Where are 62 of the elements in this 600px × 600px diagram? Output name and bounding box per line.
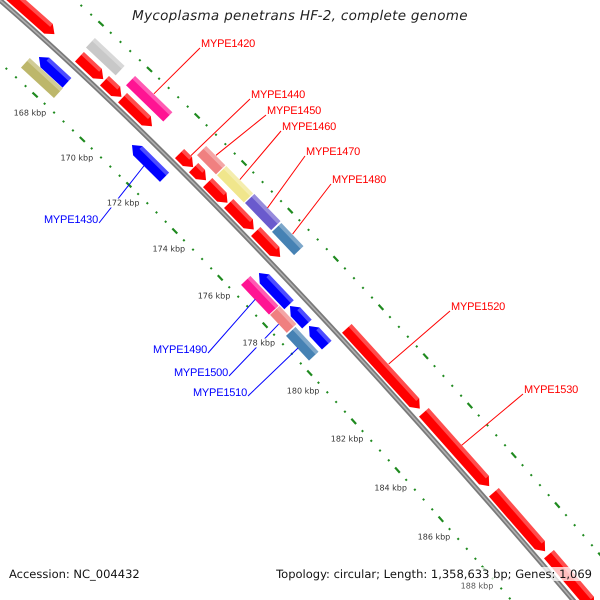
diagram-title: Mycoplasma penetrans HF-2, complete genome bbox=[131, 8, 469, 24]
gene-feature bbox=[39, 56, 72, 88]
scale-label: 182 kbp bbox=[330, 434, 364, 444]
gene-feature bbox=[308, 326, 332, 350]
gene-label: MYPE1510 bbox=[192, 387, 247, 399]
leader-line bbox=[98, 165, 145, 224]
gene-label: MYPE1450 bbox=[267, 105, 322, 117]
scale-label: 180 kbp bbox=[286, 386, 320, 396]
leader-line bbox=[267, 156, 306, 208]
scale-label: 170 kbp bbox=[60, 153, 94, 162]
gene-feature bbox=[203, 178, 228, 202]
gene-label: MYPE1440 bbox=[251, 89, 306, 101]
gene-feature bbox=[132, 144, 170, 182]
leader-line bbox=[216, 114, 266, 156]
gene-feature bbox=[272, 222, 304, 255]
scale-label: 176 kbp bbox=[196, 291, 232, 300]
gene-feature bbox=[174, 148, 194, 167]
leader-line bbox=[388, 310, 450, 364]
gene-label: MYPE1500 bbox=[174, 367, 228, 379]
gene-feature bbox=[224, 198, 254, 230]
scale-label: 174 kbp bbox=[152, 244, 186, 254]
gene-label: MYPE1490 bbox=[152, 344, 207, 356]
gene-label: MYPE1480 bbox=[332, 174, 386, 186]
leader-line bbox=[153, 48, 200, 94]
scale-label: 172 kbp bbox=[106, 198, 140, 208]
gene-feature bbox=[245, 194, 280, 231]
gene-feature bbox=[489, 488, 546, 551]
gene-feature bbox=[241, 276, 279, 314]
gene-label: MYPE1520 bbox=[451, 301, 506, 313]
leader-line bbox=[248, 348, 298, 396]
gene-feature bbox=[217, 166, 254, 202]
leader-line bbox=[208, 298, 256, 354]
scale-label: 178 kbp bbox=[241, 338, 276, 348]
gene-label: MYPE1530 bbox=[524, 384, 578, 396]
gene-feature bbox=[20, 58, 63, 98]
gene-feature bbox=[86, 38, 125, 76]
leader-line bbox=[190, 98, 250, 156]
leader-line bbox=[239, 130, 282, 180]
gene-feature bbox=[100, 76, 122, 96]
scale-label: 186 kbp bbox=[416, 532, 452, 542]
gene-feature bbox=[286, 326, 319, 360]
leader-line bbox=[461, 394, 524, 446]
gene-feature bbox=[270, 306, 296, 334]
gene-feature bbox=[118, 93, 152, 127]
gene-feature bbox=[258, 273, 294, 310]
gene-feature bbox=[189, 163, 207, 181]
gene-feature bbox=[126, 76, 172, 122]
footer-text: Accession: NC_004432 bbox=[9, 567, 140, 581]
scale-label: 168 kbp bbox=[12, 108, 48, 118]
gene-label: MYPE1460 bbox=[282, 121, 336, 133]
gene-feature bbox=[197, 146, 226, 174]
gene-feature bbox=[251, 226, 280, 257]
gene-label: MYPE1430 bbox=[44, 214, 98, 226]
gene-label: MYPE1420 bbox=[201, 38, 256, 50]
scale-label: 188 kbp bbox=[460, 582, 494, 591]
gene-feature bbox=[290, 306, 312, 329]
gene-feature bbox=[75, 52, 104, 80]
gene-feature bbox=[342, 324, 420, 409]
gene-label: MYPE1470 bbox=[306, 146, 360, 158]
scale-label: 184 kbp bbox=[373, 484, 408, 493]
gene-feature bbox=[419, 408, 490, 487]
leader-line bbox=[292, 184, 332, 235]
